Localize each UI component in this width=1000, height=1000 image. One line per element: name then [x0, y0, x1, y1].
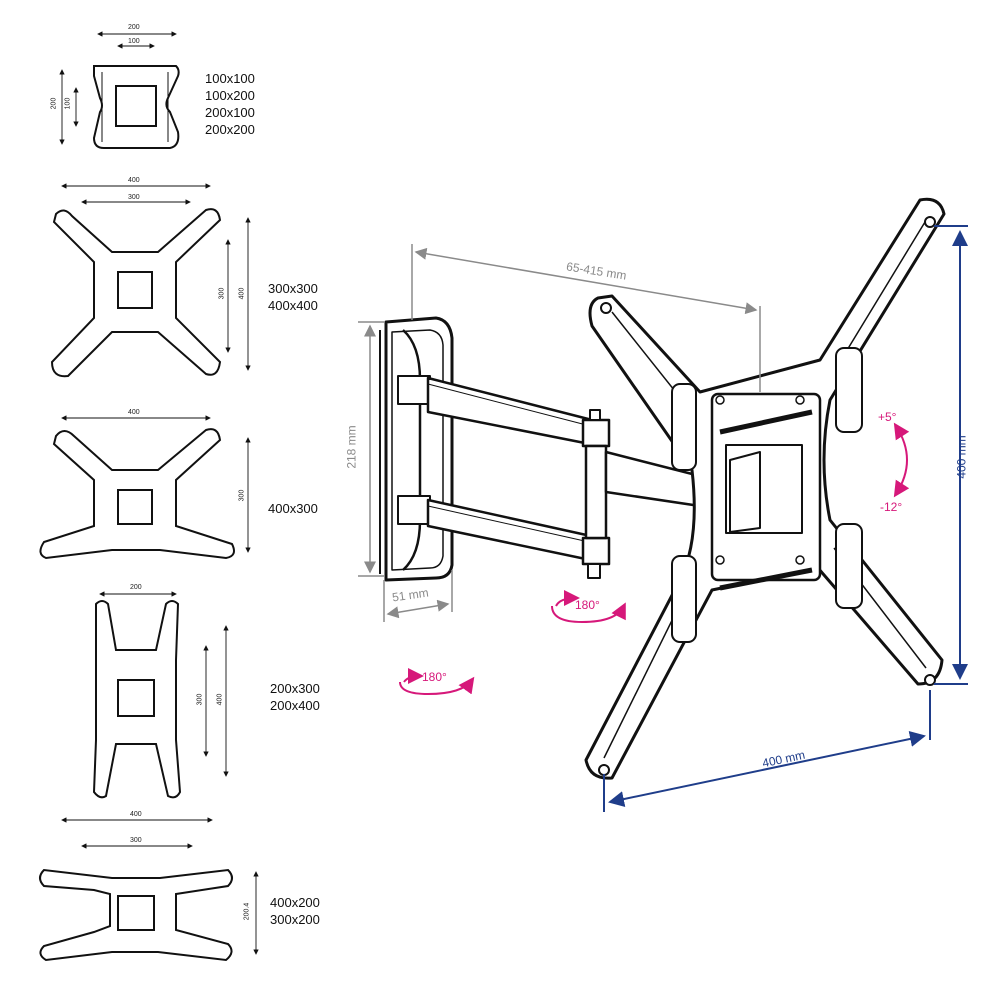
vesa-pattern-label: 400x400	[268, 298, 318, 313]
plate-height-label: 400 mm	[954, 435, 969, 479]
dim-label: 300	[128, 194, 140, 201]
dim-label: 200	[128, 24, 140, 31]
vesa-pattern-label: 400x300	[268, 501, 318, 516]
vesa-plate-5	[39, 868, 233, 962]
vesa-plate-1	[92, 65, 180, 149]
vesa-pattern-label: 200x200	[205, 122, 255, 137]
dim-label: 200.4	[243, 902, 251, 921]
vesa-dims-2	[61, 183, 251, 371]
dim-label: 400	[216, 693, 224, 706]
tilt-up-label: +5°	[878, 410, 897, 424]
tilt-down-label: -12°	[880, 500, 903, 514]
vesa-label-group-4: 200x300 200x400	[270, 680, 320, 714]
vesa-dims-3	[61, 415, 251, 553]
rotation-arrows	[399, 422, 910, 696]
vesa-pattern-label: 300x300	[268, 281, 318, 296]
vesa-pattern-label: 300x200	[270, 912, 320, 927]
wall-plate	[379, 316, 454, 582]
grey-dimensions	[358, 244, 761, 622]
dim-label: 400	[128, 409, 140, 416]
vesa-dims-1	[59, 31, 177, 145]
dim-label: 300	[218, 287, 226, 300]
dim-label: 300	[196, 693, 204, 706]
vesa-label-group-2: 300x300 400x400	[268, 280, 318, 314]
dim-label: 400	[128, 177, 140, 184]
vesa-pattern-label: 200x100	[205, 105, 255, 120]
dim-label: 400	[130, 811, 142, 818]
dim-label: 100	[64, 97, 72, 110]
vesa-label-group-5: 400x200 300x200	[270, 894, 320, 928]
vesa-dims-5	[61, 817, 259, 955]
wall-swivel-label: 180°	[422, 670, 447, 684]
dim-label: 200	[130, 584, 142, 591]
vesa-plate-2	[50, 208, 222, 378]
vesa-label-group-3: 400x300	[268, 500, 318, 517]
vesa-dims-4	[99, 591, 229, 777]
dim-label: 300	[130, 837, 142, 844]
dim-label: 200	[50, 97, 58, 110]
arm-assembly	[426, 376, 702, 579]
vesa-plate-3	[39, 428, 235, 560]
vesa-pattern-label: 200x400	[270, 698, 320, 713]
vesa-pattern-label: 400x200	[270, 895, 320, 910]
vesa-pattern-label: 100x200	[205, 88, 255, 103]
blue-dimensions	[603, 225, 968, 812]
vesa-pattern-label: 200x300	[270, 681, 320, 696]
vesa-pattern-label: 100x100	[205, 71, 255, 86]
vesa-plate-4	[92, 600, 182, 799]
dim-label: 300	[238, 489, 246, 502]
arm-swivel-label: 180°	[575, 598, 600, 612]
height-label: 218 mm	[344, 425, 359, 469]
dim-label: 100	[128, 38, 140, 45]
tv-plate	[584, 197, 946, 780]
vesa-label-group-1: 100x100 100x200 200x100 200x200	[205, 70, 255, 138]
dim-label: 400	[238, 287, 246, 300]
